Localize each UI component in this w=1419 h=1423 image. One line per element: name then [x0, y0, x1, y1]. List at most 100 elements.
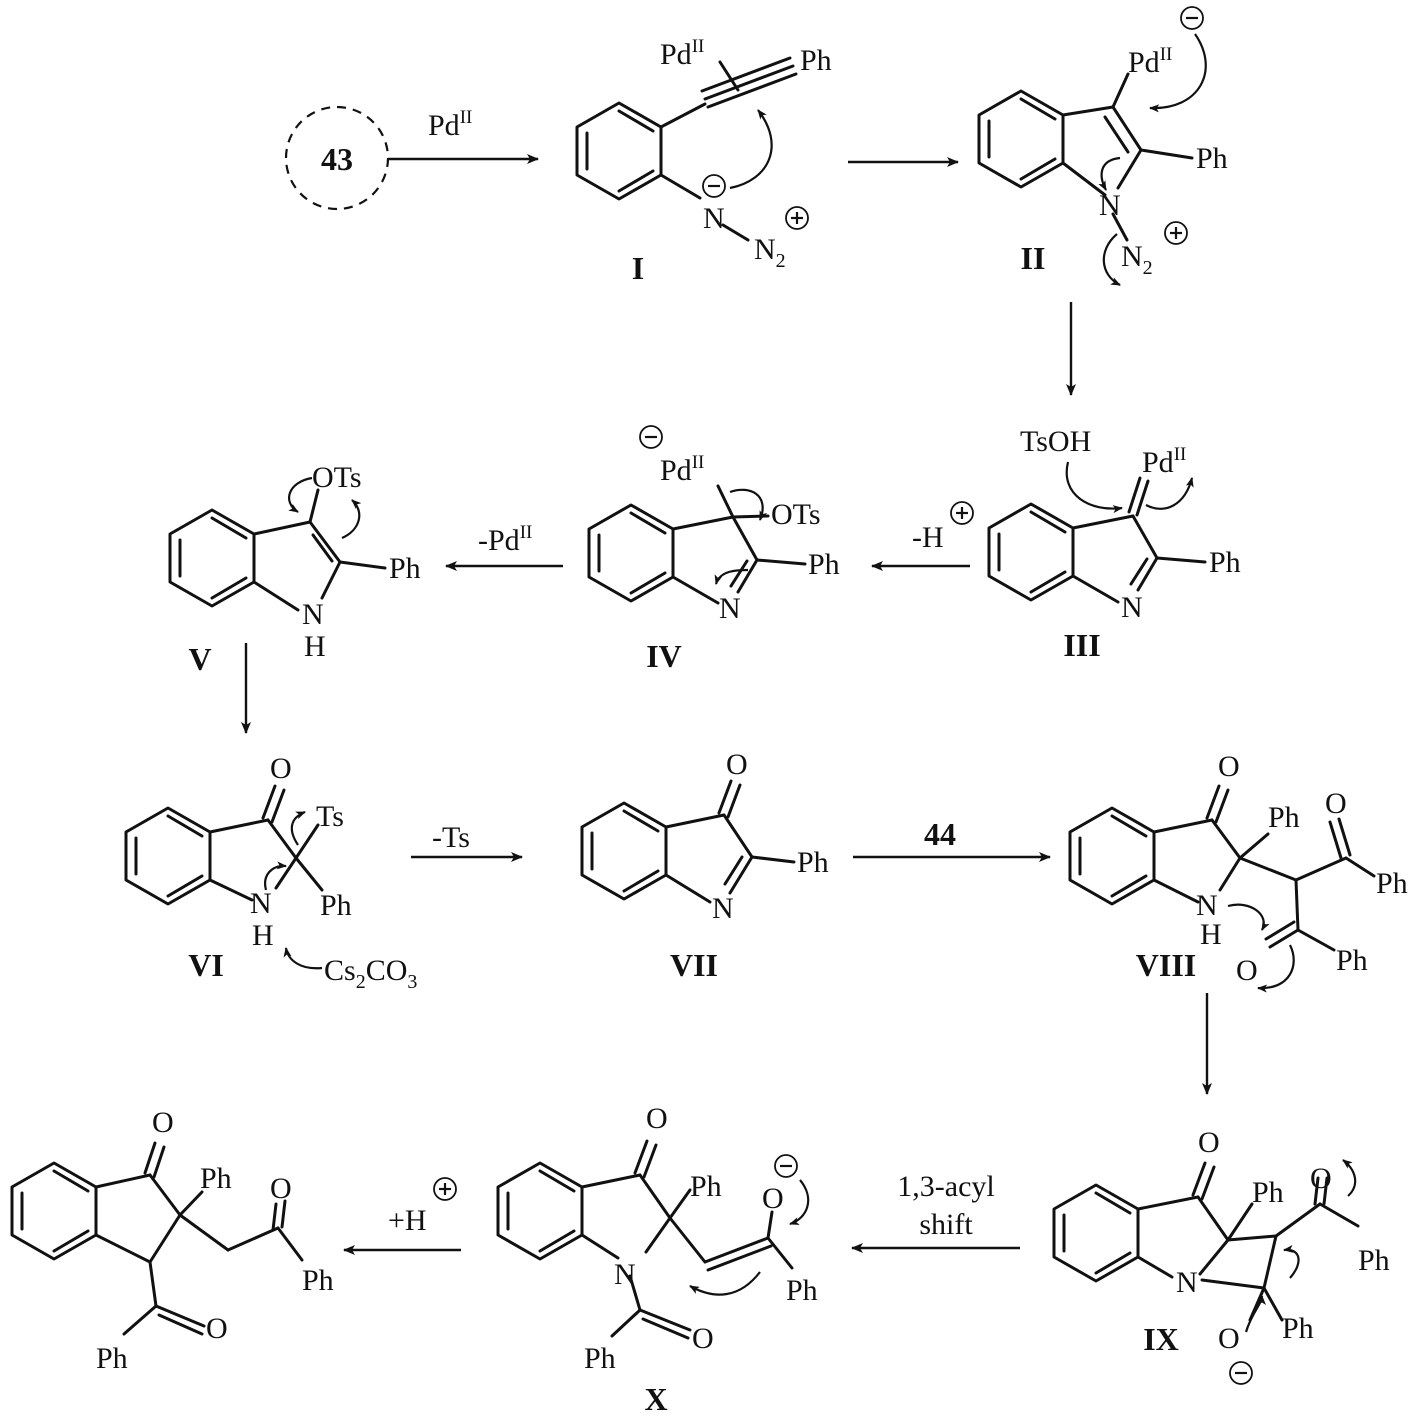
reagent-minus-pd: -PdII	[478, 522, 532, 557]
product-ph3: Ph	[96, 1342, 128, 1375]
product-o2: O	[270, 1172, 292, 1205]
curly-arrow	[341, 499, 362, 540]
IX-ph1: Ph	[1252, 1176, 1284, 1209]
step-conditions: PdII -H -PdII -Ts 44 1,3-acyl shift +H	[388, 107, 995, 1241]
compound-IV: PdII OTs Ph N IV	[587, 425, 840, 674]
VII-o: O	[726, 748, 748, 781]
VI-ts: Ts	[316, 800, 344, 833]
curly-arrow	[288, 476, 313, 513]
VIII-n: N	[1196, 889, 1218, 922]
curly-arrow	[1342, 1159, 1357, 1197]
step-arrows	[241, 154, 1212, 1255]
X-o2: O	[762, 1182, 784, 1215]
compound-IX: O Ph O Ph Ph N O IX	[1052, 1126, 1390, 1385]
II-n2: N2	[1121, 240, 1153, 279]
IV-pd: PdII	[660, 452, 704, 487]
IX-o1: O	[1198, 1126, 1220, 1159]
condition-acyl-shift-line2: shift	[919, 1208, 973, 1241]
compound-X-label: X	[644, 1381, 667, 1417]
I-n2: N2	[754, 233, 786, 272]
curly-arrow	[1065, 461, 1123, 514]
compound-IV-label: IV	[646, 638, 682, 674]
product-o1: O	[152, 1106, 174, 1139]
curly-arrow	[1102, 233, 1121, 286]
compound-V: OTs Ph N H V	[168, 461, 421, 677]
curly-arrow	[1098, 156, 1121, 191]
VIII-ph3: Ph	[1336, 944, 1368, 977]
compound-III: TsOH PdII Ph N III	[987, 425, 1241, 663]
minus-charge-icon	[1180, 6, 1204, 30]
VIII-o3: O	[1236, 954, 1258, 987]
VIII-h: H	[1200, 918, 1222, 951]
compound-III-label: III	[1063, 627, 1100, 663]
X-ph3: Ph	[584, 1342, 616, 1375]
VI-cs2co3: Cs2CO3	[324, 954, 417, 993]
IV-n: N	[719, 592, 741, 625]
compound-II-label: II	[1021, 240, 1046, 276]
compound-43-label: 43	[321, 141, 353, 177]
I-ph: Ph	[800, 44, 832, 77]
X-o1: O	[646, 1102, 668, 1135]
III-tsoh: TsOH	[1020, 425, 1091, 458]
compound-X: O Ph O Ph N O Ph X	[496, 1102, 818, 1417]
compound-VIII: O Ph O Ph O Ph N H VIII	[1068, 750, 1408, 993]
compound-II: PdII Ph N N2 II	[977, 6, 1228, 286]
III-n: N	[1121, 591, 1143, 624]
reagent-minus-h: -H	[912, 521, 944, 554]
II-n: N	[1099, 189, 1121, 222]
curly-arrow	[729, 488, 768, 521]
curly-arrow	[1227, 903, 1270, 931]
curly-arrow	[290, 810, 306, 846]
compound-V-label: V	[188, 641, 211, 677]
compound-VII-label: VII	[670, 947, 718, 983]
product-ph1: Ph	[200, 1162, 232, 1195]
X-ph2: Ph	[786, 1274, 818, 1307]
curly-arrow	[1149, 33, 1207, 113]
curly-arrow	[789, 1179, 810, 1226]
curly-arrow	[1145, 477, 1194, 510]
curly-arrow	[714, 568, 749, 585]
minus-charge-icon	[1229, 1361, 1253, 1385]
V-n: N	[302, 598, 324, 631]
IV-ph: Ph	[808, 548, 840, 581]
IX-o2: O	[1310, 1162, 1332, 1195]
II-pd: PdII	[1128, 44, 1172, 79]
VII-ph: Ph	[797, 846, 829, 879]
V-h: H	[304, 630, 326, 663]
curly-arrow	[283, 947, 323, 970]
compound-VII: O Ph N VII	[580, 748, 829, 983]
VI-n: N	[250, 887, 272, 920]
VI-h: H	[252, 919, 274, 952]
compound-VI: O Ts Ph N H Cs2CO3 VI	[124, 752, 417, 993]
product-o3: O	[206, 1312, 228, 1345]
plus-charge-icon	[433, 1177, 457, 1201]
minus-charge-icon	[774, 1154, 798, 1178]
IX-ph3: Ph	[1282, 1312, 1314, 1345]
condition-acyl-shift-line1: 1,3-acyl	[897, 1170, 994, 1203]
plus-charge-icon	[1164, 221, 1188, 245]
VIII-o1: O	[1218, 750, 1240, 783]
VI-ph: Ph	[320, 889, 352, 922]
I-pd: PdII	[660, 36, 704, 71]
X-o3: O	[692, 1322, 714, 1355]
V-ots: OTs	[312, 461, 362, 494]
IV-ots: OTs	[771, 498, 821, 531]
compound-VIII-label: VIII	[1136, 947, 1196, 983]
curly-arrow	[1257, 944, 1295, 993]
IX-o3: O	[1218, 1322, 1240, 1355]
III-pd: PdII	[1142, 444, 1186, 479]
plus-charge-icon	[950, 501, 974, 525]
X-n: N	[614, 1258, 636, 1291]
compound-VI-label: VI	[188, 947, 224, 983]
reagent-minus-ts: -Ts	[432, 821, 470, 854]
VII-n: N	[712, 892, 734, 925]
I-n: N	[703, 202, 725, 235]
curly-arrow	[264, 861, 287, 891]
plus-charge-icon	[785, 206, 809, 230]
product-ph2: Ph	[302, 1264, 334, 1297]
compound-I-label: I	[632, 250, 644, 286]
minus-charge-icon	[639, 425, 663, 449]
curly-arrow	[1244, 1295, 1266, 1333]
IX-ph2: Ph	[1358, 1244, 1390, 1277]
